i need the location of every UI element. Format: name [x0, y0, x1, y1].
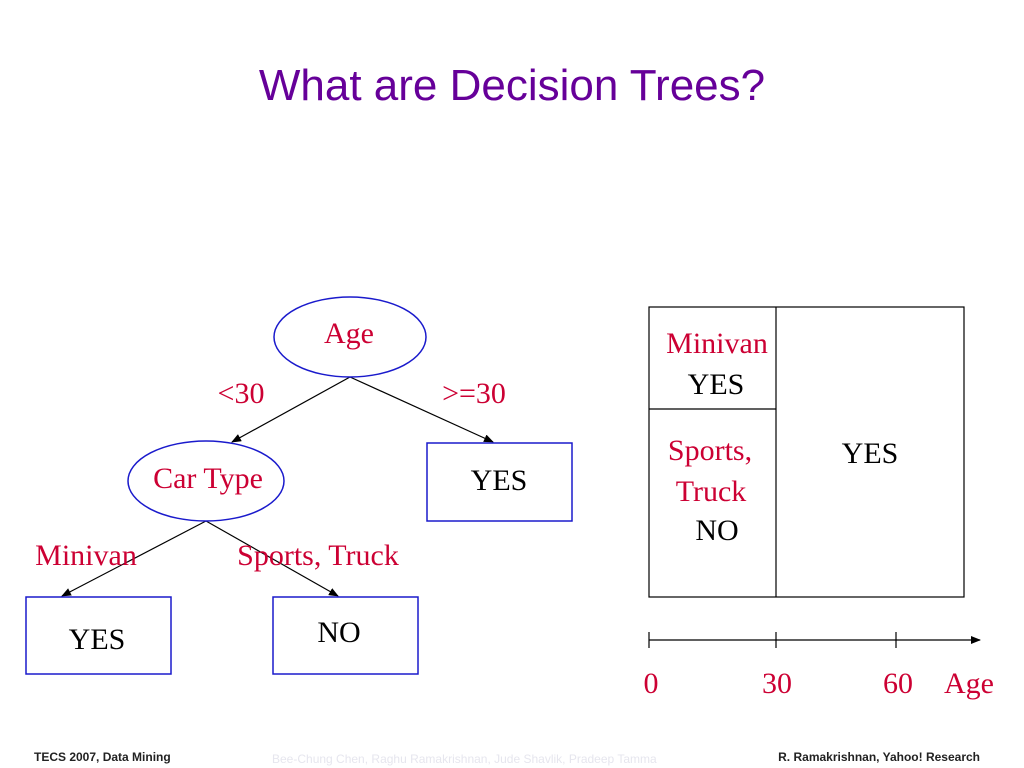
partition-sports-label: Sports, — [668, 434, 752, 467]
footer-presenter: R. Ramakrishnan, Yahoo! Research — [778, 750, 980, 764]
leaf-minivan-yes-label: YES — [69, 623, 126, 656]
edge-label-minivan: Minivan — [35, 539, 137, 572]
edge-label-ge30: >=30 — [442, 377, 506, 410]
decision-tree: Age <30 >=30 Car Type YES Minivan Sports… — [25, 296, 573, 675]
age-axis-tick-label-0: 0 — [644, 667, 659, 700]
age-axis-tick-label-30: 30 — [762, 667, 792, 700]
leaf-minivan-yes — [25, 596, 172, 675]
node-car-type-label: Car Type — [153, 462, 263, 495]
edge-age-to-yes — [349, 376, 494, 443]
node-age-label: Age — [324, 317, 374, 350]
edge-label-lt30: <30 — [218, 377, 265, 410]
edge-car-to-sports-leaf — [205, 520, 339, 597]
age-axis-tick-label-60: 60 — [883, 667, 913, 700]
partition-sports-value: NO — [695, 514, 738, 547]
partition-right-value: YES — [842, 437, 899, 470]
partition-minivan-value: YES — [688, 368, 745, 401]
leaf-age-ge30-yes — [426, 442, 573, 522]
partition-diagram: Minivan YES Sports, Truck NO YES 0 30 60… — [644, 306, 994, 700]
leaf-sports-no — [272, 596, 419, 675]
partition-frame — [648, 306, 965, 598]
edge-car-to-minivan-leaf — [61, 520, 207, 597]
leaf-sports-no-label: NO — [317, 616, 360, 649]
edge-age-to-car-type — [231, 376, 351, 443]
age-axis-label: Age — [944, 667, 994, 700]
edge-label-sports-truck: Sports, Truck — [237, 539, 399, 572]
leaf-age-ge30-yes-label: YES — [471, 464, 528, 497]
partition-minivan-label: Minivan — [666, 327, 768, 360]
node-age — [273, 296, 427, 378]
node-car-type — [127, 440, 285, 522]
slide-title: What are Decision Trees? — [258, 61, 766, 110]
partition-truck-label: Truck — [676, 475, 747, 508]
footer-authors: Bee-Chung Chen, Raghu Ramakrishnan, Jude… — [272, 752, 657, 766]
footer-course: TECS 2007, Data Mining — [34, 750, 171, 764]
